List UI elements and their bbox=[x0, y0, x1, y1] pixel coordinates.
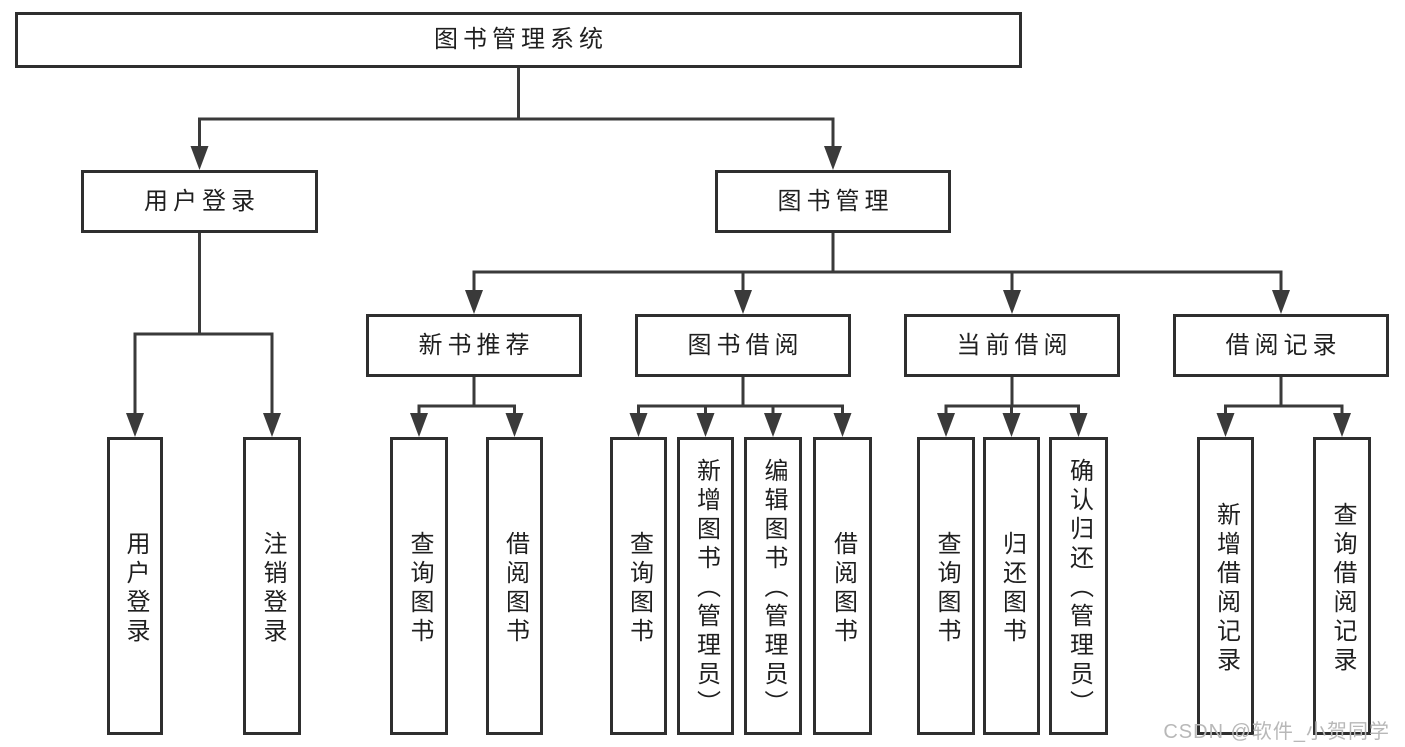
node-label: 注销登录 bbox=[259, 530, 286, 647]
node-label: 借阅记录 bbox=[1225, 331, 1342, 359]
node-br-add-record: 新增借阅记录 bbox=[1197, 437, 1254, 735]
node-label: 用户登录 bbox=[144, 187, 260, 215]
node-user-login-leaf: 用户登录 bbox=[107, 437, 163, 735]
node-label: 查询图书 bbox=[933, 530, 960, 647]
node-label: 归还图书 bbox=[998, 530, 1026, 647]
node-label: 查询图书 bbox=[406, 530, 433, 647]
node-label: 新增图书（管理员） bbox=[692, 458, 720, 719]
node-cb-confirm-return-admin: 确认归还（管理员） bbox=[1049, 437, 1108, 735]
node-library-management-system: 图书管理系统 bbox=[15, 12, 1022, 68]
node-label: 图书管理 bbox=[777, 187, 894, 215]
node-new-book-recommend: 新书推荐 bbox=[366, 314, 582, 377]
node-label: 借阅图书 bbox=[501, 530, 529, 647]
node-label: 图书管理系统 bbox=[434, 26, 608, 53]
node-label: 查询借阅记录 bbox=[1329, 501, 1356, 676]
node-bb-edit-books-admin: 编辑图书（管理员） bbox=[744, 437, 802, 735]
node-current-borrowing: 当前借阅 bbox=[904, 314, 1120, 377]
node-book-borrowing: 图书借阅 bbox=[635, 314, 851, 377]
node-cb-return-books: 归还图书 bbox=[983, 437, 1040, 735]
node-cb-query-books: 查询图书 bbox=[917, 437, 975, 735]
node-label: 新增借阅记录 bbox=[1212, 501, 1240, 676]
node-label: 用户登录 bbox=[122, 530, 149, 647]
node-bb-query-books: 查询图书 bbox=[610, 437, 667, 735]
node-br-query-record: 查询借阅记录 bbox=[1313, 437, 1371, 735]
node-label: 查询图书 bbox=[625, 530, 653, 647]
watermark-text: CSDN @软件_小贺同学 bbox=[1163, 721, 1390, 743]
node-bb-borrow-books: 借阅图书 bbox=[813, 437, 872, 735]
node-book-management-branch: 图书管理 bbox=[715, 170, 951, 233]
node-bb-add-books-admin: 新增图书（管理员） bbox=[677, 437, 734, 735]
node-label: 借阅图书 bbox=[829, 530, 857, 647]
node-label: 编辑图书（管理员） bbox=[760, 458, 787, 719]
node-label: 确认归还（管理员） bbox=[1065, 458, 1093, 719]
node-user-login-branch: 用户登录 bbox=[81, 170, 318, 233]
node-rec-query-books: 查询图书 bbox=[390, 437, 448, 735]
node-borrowing-records: 借阅记录 bbox=[1173, 314, 1389, 377]
node-logout-leaf: 注销登录 bbox=[243, 437, 301, 735]
node-label: 图书借阅 bbox=[687, 331, 804, 359]
node-label: 新书推荐 bbox=[418, 331, 535, 359]
node-label: 当前借阅 bbox=[956, 331, 1073, 359]
node-rec-borrow-books: 借阅图书 bbox=[486, 437, 543, 735]
